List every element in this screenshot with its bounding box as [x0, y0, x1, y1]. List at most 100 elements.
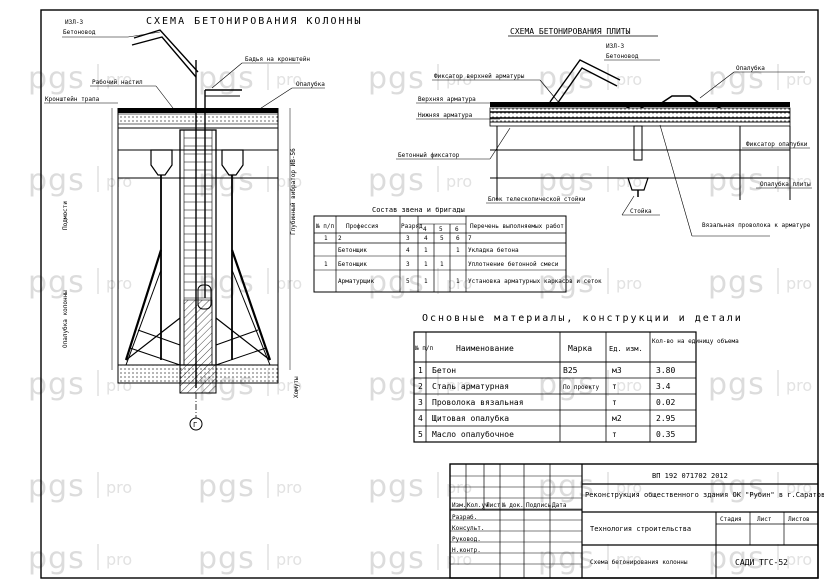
column-scheme-title: СХЕМА БЕТОНИРОВАНИЯ КОЛОННЫ — [146, 16, 363, 27]
column-scheme: СХЕМА БЕТОНИРОВАНИЯ КОЛОННЫ ИЗЛ-3 Бетоно… — [44, 16, 363, 431]
brigade-cell: 2 — [338, 235, 342, 242]
watermark-suffix: pro — [276, 70, 302, 89]
materials-cell: Сталь арматурная — [432, 382, 509, 391]
column-label-podmosti: Подмости — [62, 201, 69, 230]
watermark-suffix: pro — [276, 376, 302, 395]
brigade-table: Состав звена и бригады № п/п Профессия Р… — [313, 206, 602, 293]
watermark-suffix: pro — [446, 478, 472, 497]
materials-header-name: Наименование — [456, 344, 514, 353]
watermark-suffix: pro — [106, 478, 132, 497]
materials-cell: м2 — [612, 414, 622, 423]
watermark-suffix: pro — [276, 550, 302, 569]
brigade-cell: 1 — [324, 235, 328, 242]
materials-cell: т — [612, 430, 617, 439]
tb-role: Н.контр. — [452, 547, 481, 554]
tb-head-col: Лист — [486, 502, 501, 509]
watermark-suffix: pro — [616, 274, 642, 293]
materials-cell: 3.80 — [656, 366, 675, 375]
watermark-suffix: pro — [616, 550, 642, 569]
slab-label-provoloka: Вязальная проволока к арматуре — [702, 222, 811, 229]
brigade-cell: Установка арматурных каркасов и сеток — [468, 278, 602, 285]
watermark-suffix: pro — [786, 478, 812, 497]
axis-marker — [189, 417, 203, 431]
brigade-cell: 5 — [406, 278, 410, 285]
watermark-text: pgs — [708, 541, 765, 576]
brigade-header-grade: Разряд — [401, 223, 423, 230]
slab-label-betonovod: Бетоновод — [606, 53, 639, 60]
materials-cell: 5 — [418, 430, 423, 439]
materials-header-brand: Марка — [568, 344, 592, 353]
tb-stage-h: Стадия — [720, 516, 742, 523]
materials-cell: Бетон — [432, 366, 456, 375]
slab-scheme: СХЕМА БЕТОНИРОВАНИЯ ПЛИТЫ ИЗЛ-3 Бетоново… — [396, 27, 812, 237]
slab-label-blok: Блок телескопической стойки — [488, 196, 586, 203]
slab-label-fiks-verh: Фиксатор верхней арматуры — [434, 73, 525, 80]
slab-label-stoika: Стойка — [630, 208, 652, 215]
tb-sheet-title: Схема бетонирования колонны — [590, 559, 688, 566]
column-label-opalubka-kolonny: Опалубка колонны — [62, 290, 69, 348]
column-label-homuty: Хомуты — [293, 376, 300, 398]
watermark-suffix: pro — [786, 274, 812, 293]
materials-cell: Щитовая опалубка — [432, 413, 509, 423]
tb-head-col: Дата — [552, 502, 567, 509]
brigade-cell: 4 — [406, 247, 410, 254]
slab-label-verh-arm: Верхняя арматура — [418, 96, 476, 103]
brigade-cell: Уплотнение бетонной смеси — [468, 261, 559, 268]
materials-cell: м3 — [612, 366, 622, 375]
tb-code: ВП 192 071702 2012 — [652, 472, 728, 480]
watermark-text: pgs — [198, 163, 255, 198]
materials-table: Основные материалы, конструкции и детали… — [413, 313, 743, 443]
tb-head-col: Кол.уч — [467, 502, 489, 509]
brigade-cell: Арматурщик — [338, 278, 375, 285]
tb-head-col: Подпись — [526, 502, 552, 509]
watermark-suffix: pro — [276, 478, 302, 497]
slab-label-nizh-arm: Нижняя арматура — [418, 112, 473, 119]
watermark-suffix: pro — [106, 550, 132, 569]
tb-role: Консульт. — [452, 525, 485, 532]
materials-cell: 0.02 — [656, 398, 675, 407]
watermark-text: pgs — [538, 163, 595, 198]
tb-role: Разраб. — [452, 514, 477, 521]
watermark-text: pgs — [708, 265, 765, 300]
tb-head-col: № док. — [502, 502, 524, 509]
watermark-layer: pgs pro pgs pro pgs pro pgs pro pgs pro pgs pro pgs p… — [28, 61, 812, 576]
slab-label-opalubka: Опалубка — [736, 65, 765, 72]
materials-table-title: Основные материалы, конструкции и детали — [422, 313, 743, 324]
column-label-kronshtein: Кронштейн трапа — [45, 96, 100, 103]
watermark-suffix: pro — [616, 70, 642, 89]
materials-cell: 3 — [418, 398, 423, 407]
watermark-text: pgs — [28, 61, 85, 96]
brigade-cell: 1 — [324, 261, 328, 268]
brigade-header-c4: 4 — [423, 226, 427, 233]
watermark-suffix: pro — [276, 274, 302, 293]
brigade-cell: 1 — [440, 261, 444, 268]
tb-head-col: Изм. — [452, 502, 466, 509]
brigade-cell: 4 — [424, 235, 428, 242]
materials-cell: В25 — [563, 366, 578, 375]
watermark-text: pgs — [708, 163, 765, 198]
brigade-cell: Бетонщик — [338, 261, 367, 268]
brigade-cell: 1 — [456, 278, 460, 285]
watermark-suffix: pro — [786, 70, 812, 89]
watermark-text: pgs — [28, 163, 85, 198]
materials-cell: т — [612, 398, 617, 407]
brigade-cell: 1 — [456, 247, 460, 254]
brigade-cell: 1 — [424, 278, 428, 285]
materials-cell: 4 — [418, 414, 423, 423]
brigade-header-num: № п/п — [316, 223, 334, 230]
watermark-text: pgs — [368, 367, 425, 402]
watermark-text: pgs — [198, 541, 255, 576]
watermark-suffix: pro — [276, 172, 302, 191]
sheet-frame — [40, 9, 819, 579]
brigade-cell: Укладка бетона — [468, 247, 519, 254]
watermark-text: pgs — [28, 367, 85, 402]
watermark-text: pgs — [368, 163, 425, 198]
tb-lists-h: Листов — [788, 516, 810, 523]
watermark-text: pgs — [368, 265, 425, 300]
tb-sheet-code: САДИ ТГС-52 — [735, 558, 788, 567]
materials-cell: 3.4 — [656, 382, 671, 391]
materials-header-unit: Ед. изм. — [609, 345, 643, 353]
